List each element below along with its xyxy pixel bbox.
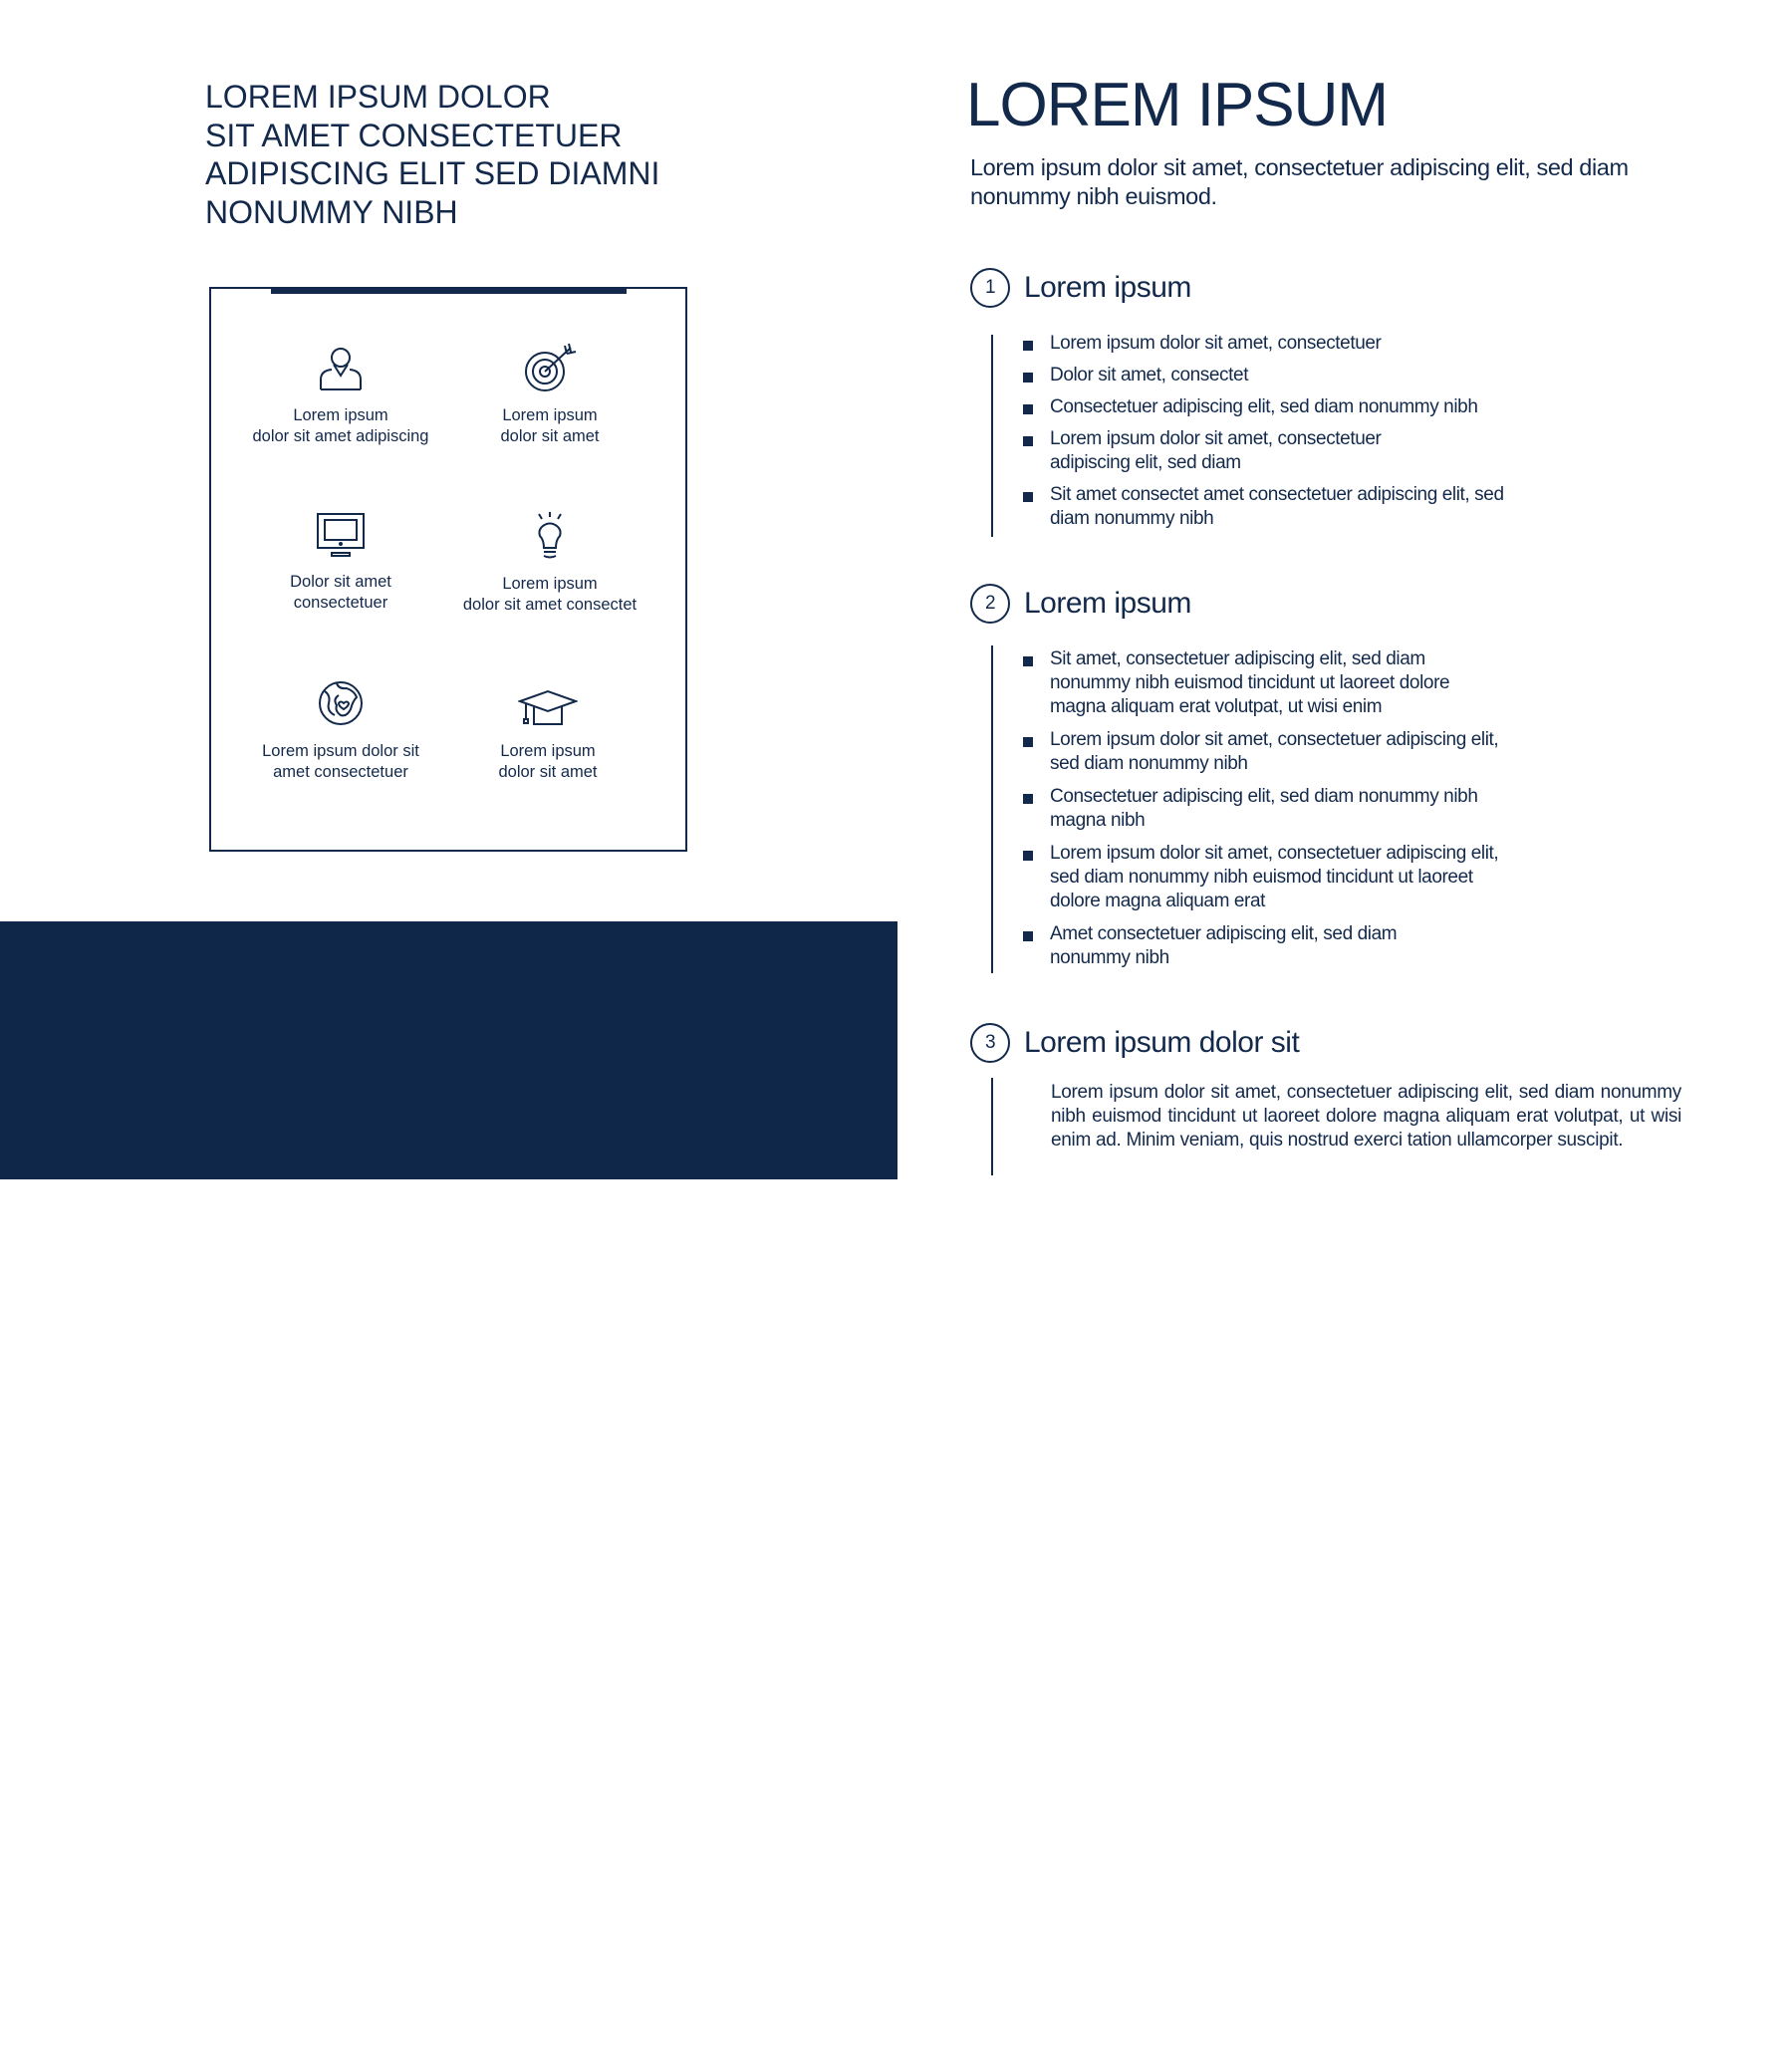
cell-label: amet consectetuer (273, 762, 408, 781)
number-badge: 1 (970, 268, 1010, 308)
cell-label: dolor sit amet (498, 762, 598, 781)
section-divider-line (991, 1078, 993, 1175)
icon-grid-box (209, 287, 687, 852)
section-title: Lorem ipsum (1024, 271, 1191, 304)
list-item: Dolor sit amet, consectet (1023, 364, 1541, 387)
section-2-heading: 2 Lorem ipsum (970, 584, 1191, 624)
cell-label: Lorem ipsum (293, 406, 388, 424)
number-badge: 2 (970, 584, 1010, 624)
section-1-heading: 1 Lorem ipsum (970, 268, 1191, 308)
monitor-icon (317, 513, 365, 557)
cell-label: dolor sit amet adipiscing (252, 426, 429, 445)
icon-cell: Lorem ipsum dolor sit amet consectet (440, 510, 659, 615)
person-icon (320, 348, 362, 390)
cell-label: Lorem ipsum (502, 575, 598, 593)
section-divider-line (991, 645, 993, 973)
summary-band: LOREM IPSUM DOLOR SIT Lorem ipsum dolor … (0, 921, 897, 2050)
icon-cell: Lorem ipsum dolor sit amet adipiscing (231, 346, 450, 446)
page-subtitle: Lorem ipsum dolor sit amet, consectetuer… (970, 154, 1629, 209)
heading-line: ADIPISCING ELIT SED DIAMNI (205, 155, 660, 191)
heading-line: LOREM IPSUM DOLOR (205, 79, 551, 115)
graduation-cap-icon (518, 689, 578, 725)
page-title: LOREM IPSUM (966, 71, 1389, 139)
left-heading: LOREM IPSUM DOLOR SIT AMET CONSECTETUER … (205, 78, 763, 231)
cell-label: dolor sit amet consectet (462, 595, 638, 614)
section-divider-line (991, 335, 993, 537)
cell-label: Lorem ipsum (502, 406, 598, 424)
section-title: Lorem ipsum dolor sit (1024, 1026, 1300, 1059)
icon-cell: Dolor sit amet consectetuer (231, 512, 450, 613)
icon-cell: Lorem ipsum dolor sit amet (440, 342, 659, 446)
section-1-list: Lorem ipsum dolor sit amet, consectetuer… (1023, 332, 1541, 531)
icon-cell: Lorem ipsum dolor sit amet consectetuer (231, 679, 450, 782)
number-badge: 3 (970, 1023, 1010, 1063)
globe-icon (319, 681, 363, 725)
icon-cell: Lorem ipsum dolor sit amet (438, 689, 657, 782)
list-item: Consectetuer adipiscing elit, sed diam n… (1023, 395, 1541, 419)
list-item: Consectetuer adipiscing elit, sed diam n… (1023, 785, 1511, 833)
list-item: Amet consectetuer adipiscing elit, sed d… (1023, 922, 1441, 970)
cell-label: dolor sit amet (500, 426, 600, 445)
section-3-heading: 3 Lorem ipsum dolor sit (970, 1023, 1300, 1063)
section-2-list: Sit amet, consectetuer adipiscing elit, … (1023, 647, 1541, 970)
target-icon (525, 343, 577, 391)
list-item: Lorem ipsum dolor sit amet, consectetuer… (1023, 427, 1451, 475)
cell-label: Dolor sit amet (290, 573, 391, 591)
lightbulb-icon (538, 512, 562, 559)
heading-line: NONUMMY NIBH (205, 193, 458, 230)
cell-label: Lorem ipsum (500, 742, 596, 760)
box-top-bar (271, 289, 627, 294)
band-title: LOREM IPSUM DOLOR SIT (206, 1897, 522, 1924)
list-item: Sit amet consectet amet consectetuer adi… (1023, 483, 1521, 531)
list-item: Lorem ipsum dolor sit amet, consectetuer… (1023, 728, 1521, 776)
list-item: Sit amet, consectetuer adipiscing elit, … (1023, 647, 1491, 719)
list-item: Lorem ipsum dolor sit amet, consectetuer… (1023, 842, 1501, 913)
cell-label: consectetuer (293, 593, 388, 612)
cell-label: Lorem ipsum dolor sit (262, 742, 419, 760)
list-item: Lorem ipsum dolor sit amet, consectetuer (1023, 332, 1541, 356)
section-3-paragraph: Lorem ipsum dolor sit amet, consectetuer… (1051, 1082, 1681, 1151)
section-title: Lorem ipsum (1024, 587, 1191, 620)
heading-line: SIT AMET CONSECTETUER (205, 117, 623, 153)
band-body: Lorem ipsum dolor sit amet, consectetuer… (206, 1930, 666, 2051)
